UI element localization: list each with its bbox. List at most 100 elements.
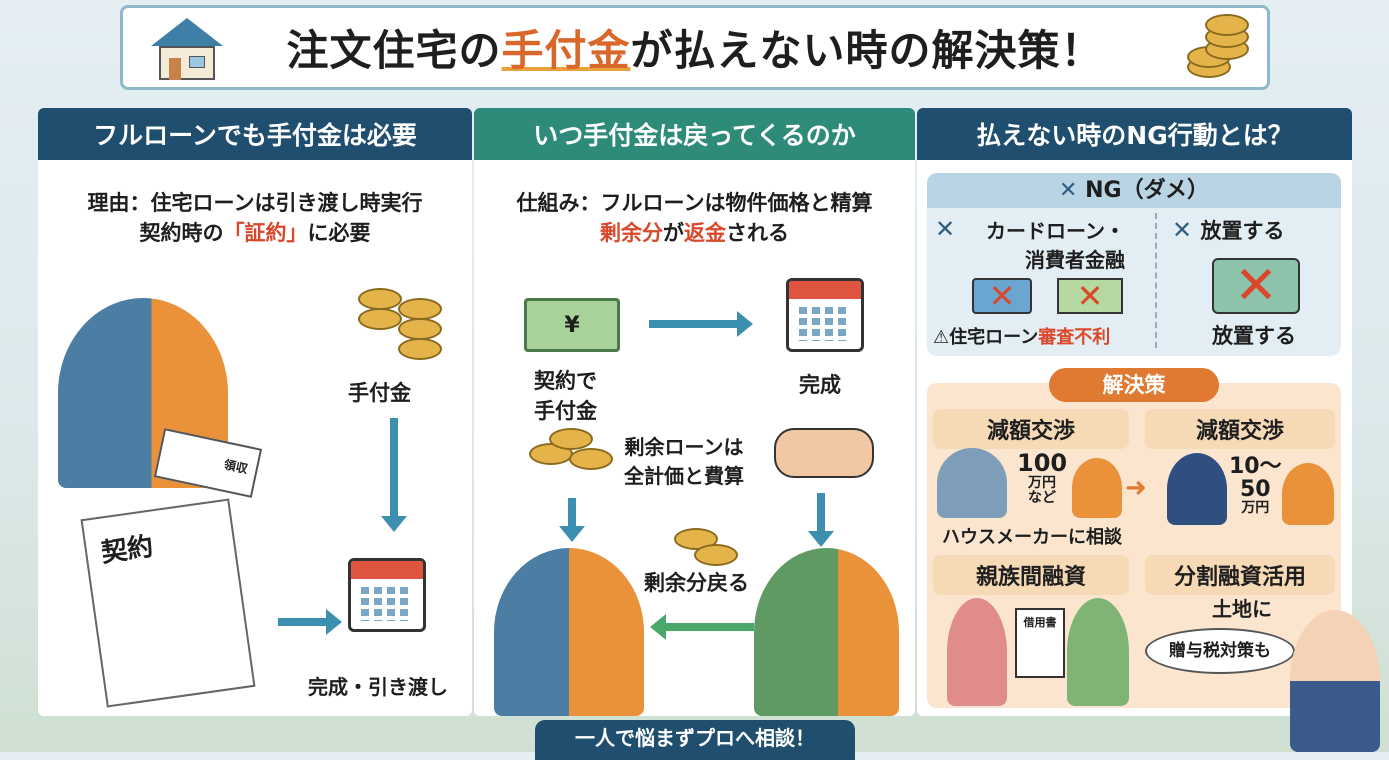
solution-reduction-1: 減額交渉 bbox=[933, 409, 1129, 449]
coin-icon bbox=[398, 298, 442, 320]
reason-text: 理由：住宅ローンは引き渡し時実行 契約時の「証約」に必要 bbox=[38, 188, 472, 249]
decoration: 10〜 50 bbox=[1229, 454, 1282, 503]
decoration: 万円 など bbox=[1028, 475, 1057, 506]
coin-icon bbox=[549, 428, 593, 450]
arrow-down-icon bbox=[381, 418, 407, 532]
cash-icon: ✕ bbox=[1057, 278, 1123, 314]
decoration: 返金 bbox=[684, 221, 726, 246]
decoration bbox=[1155, 213, 1157, 348]
contract-deposit-label: 契約で 手付金 bbox=[534, 369, 597, 424]
coin-icon bbox=[398, 318, 442, 340]
credit-card-icon: ✕ bbox=[1212, 258, 1300, 314]
decoration: 放置する bbox=[1200, 219, 1285, 243]
decoration bbox=[169, 58, 181, 80]
decoration: ✕ bbox=[1059, 178, 1086, 203]
decoration: 剰余分 bbox=[600, 221, 663, 246]
complete-label: 完成 bbox=[799, 373, 841, 397]
coin-icon bbox=[694, 544, 738, 566]
decoration: 手付金 bbox=[501, 26, 631, 75]
solution-reduction-2: 減額交渉 bbox=[1145, 409, 1335, 449]
refund-label: 剰余分戻る bbox=[644, 571, 749, 595]
decoration bbox=[189, 56, 205, 68]
decoration: ✕ bbox=[935, 215, 956, 243]
coin-icon bbox=[569, 448, 613, 470]
solution-split-loan: 分割融資活用 bbox=[1145, 555, 1335, 595]
panel-refund-timing: いつ手付金は戻ってくるのか 仕組み：フルローンは物件価格と精算 剰余分が返金され… bbox=[474, 108, 915, 716]
decoration bbox=[159, 46, 215, 80]
calendar-icon bbox=[786, 278, 864, 352]
decoration: に必要 bbox=[307, 221, 371, 246]
arrow-down-icon bbox=[808, 493, 834, 547]
arrow-left-icon bbox=[650, 614, 754, 640]
loan-note: 剰余ローンは 全計価と費算 bbox=[624, 435, 744, 488]
decoration: NG（ダメ） bbox=[1085, 178, 1209, 203]
decoration: 審査不利 bbox=[1038, 327, 1111, 348]
decoration: が払えない時の解決策！ bbox=[630, 26, 1104, 75]
woman-illustration bbox=[1282, 463, 1334, 525]
decoration: ⚠ bbox=[933, 327, 950, 348]
solutions-title: 解決策 bbox=[1049, 368, 1219, 402]
handover-label: 完成・引き渡し bbox=[308, 675, 448, 699]
decoration: 万円 bbox=[1241, 500, 1270, 517]
decoration: 100 bbox=[1017, 449, 1068, 477]
decoration: が bbox=[663, 221, 684, 246]
couple-illustration bbox=[494, 548, 644, 716]
decoration: される bbox=[726, 221, 789, 246]
land-note: 土地に bbox=[1212, 597, 1272, 621]
decoration bbox=[151, 18, 223, 46]
decoration: ✕ bbox=[1172, 216, 1201, 244]
mechanism-text: 仕組み：フルローンは物件価格と精算 剰余分が返金される bbox=[474, 188, 915, 249]
decoration: 理由：住宅ローンは引き渡し時実行 bbox=[87, 191, 423, 215]
decoration: 注文住宅の bbox=[286, 26, 502, 75]
house-icon bbox=[143, 18, 223, 80]
decoration: 契約時の bbox=[139, 221, 224, 246]
title-banner: 注文住宅の手付金が払えない時の解決策！ bbox=[120, 5, 1270, 90]
ng-neglect: ✕ 放置する bbox=[1172, 215, 1284, 245]
coin-icon bbox=[358, 308, 402, 330]
panel-full-loan: フルローンでも手付金は必要 理由：住宅ローンは引き渡し時実行 契約時の「証約」に… bbox=[38, 108, 472, 716]
consult-caption: ハウスメーカーに相談 bbox=[942, 527, 1122, 548]
decoration: 領収 bbox=[222, 457, 249, 477]
builder-illustration bbox=[937, 448, 1007, 518]
woman-illustration bbox=[1072, 458, 1122, 518]
advisor-illustration bbox=[1290, 610, 1380, 752]
credit-card-icon: ✕ bbox=[972, 278, 1032, 314]
deposit-label: 手付金 bbox=[348, 381, 411, 405]
arrow-right-icon bbox=[649, 311, 753, 337]
iou-document-icon: 借用書 bbox=[1015, 608, 1065, 678]
arrow-right-icon bbox=[278, 609, 342, 635]
footer-banner: 一人で悩まずプロへ相談！ bbox=[535, 720, 855, 760]
ng-neglect-caption: 放置する bbox=[1212, 324, 1296, 348]
decoration: 剰余分が返金される bbox=[474, 218, 915, 248]
older-woman-illustration bbox=[947, 598, 1007, 706]
panel-header: 払えない時のNG行動とは？ bbox=[917, 108, 1352, 160]
ng-card-loan: ✕ カードローン・ 消費者金融 bbox=[935, 215, 1125, 273]
calendar-icon bbox=[348, 558, 426, 632]
panel-header: いつ手付金は戻ってくるのか bbox=[474, 108, 915, 160]
decoration: カードローン・ 消費者金融 bbox=[986, 219, 1125, 272]
coin-stack-icon bbox=[1187, 14, 1251, 82]
panel-header: フルローンでも手付金は必要 bbox=[38, 108, 472, 160]
banknote-icon: ¥ bbox=[524, 298, 620, 352]
solution-family-loan: 親族間融資 bbox=[933, 555, 1129, 595]
businessman-illustration bbox=[1167, 453, 1227, 525]
coin-icon bbox=[398, 338, 442, 360]
arrow-right-icon: ➜ bbox=[1125, 473, 1147, 503]
contract-document-icon: 契約 bbox=[80, 498, 256, 708]
coin-icon bbox=[1205, 14, 1249, 36]
title-text: 注文住宅の手付金が払えない時の解決策！ bbox=[286, 17, 1103, 78]
older-man-illustration bbox=[1067, 598, 1129, 706]
speech-bubble: 贈与税対策も bbox=[1145, 628, 1295, 674]
arrow-down-icon bbox=[559, 498, 585, 542]
decoration: 仕組み：フルローンは物件価格と精算 bbox=[516, 191, 873, 215]
decoration: 契約時の「証約」に必要 bbox=[38, 218, 472, 248]
handshake-icon bbox=[774, 428, 874, 478]
panel-ng-actions: 払えない時のNG行動とは？ ✕ NG（ダメ） ✕ カードローン・ 消費者金融 ✕ … bbox=[917, 108, 1352, 716]
ng-warning: ⚠住宅ローン審査不利 bbox=[933, 323, 1110, 349]
decoration: 住宅ローン bbox=[949, 327, 1039, 348]
decoration: 契約 bbox=[99, 531, 156, 569]
coin-icon bbox=[358, 288, 402, 310]
